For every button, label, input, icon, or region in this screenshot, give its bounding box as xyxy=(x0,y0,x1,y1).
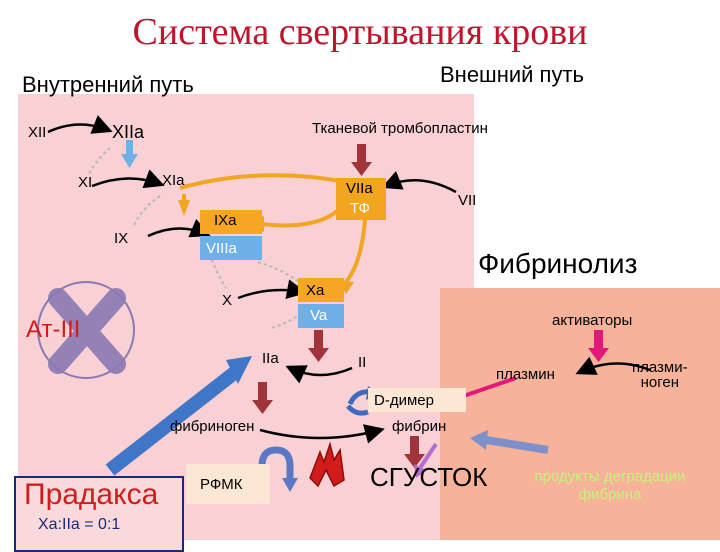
viiia-box xyxy=(200,236,262,260)
xa-box xyxy=(298,278,344,302)
vii-to-viia-arrow xyxy=(381,171,457,194)
at3-label: Ат-III xyxy=(26,316,81,343)
va-box xyxy=(298,304,344,328)
pradaxa-arrow xyxy=(105,364,243,476)
red-arrow-iia-to-fibrinogen xyxy=(258,382,267,400)
viia-tf-box xyxy=(336,178,386,220)
xi-to-xia-arrow xyxy=(91,169,165,189)
factor-xi: XI xyxy=(78,174,93,191)
at3-circle xyxy=(37,281,135,379)
factor-ix: IX xyxy=(114,230,129,247)
factor-tf: ТФ xyxy=(350,200,371,217)
factor-xa: Xa xyxy=(306,282,325,299)
at3-x-mark xyxy=(48,288,126,374)
factor-iia: IIa xyxy=(262,350,279,367)
magenta-arrow-activators xyxy=(594,330,603,348)
blue-arrow-xiia xyxy=(126,140,133,154)
tissue-thromboplastin: Тканевой тромбопластин xyxy=(312,120,488,137)
d-dimer-box xyxy=(368,388,466,412)
viiia-to-xa-dotted xyxy=(257,261,303,285)
fibrin-label: фибрин xyxy=(392,418,447,435)
extrinsic-pathway-label: Внешний путь xyxy=(440,62,584,87)
intrinsic-pathway-label: Внутренний путь xyxy=(22,72,194,97)
pathway-arrows xyxy=(37,115,651,492)
red-arrow-thromboplastin xyxy=(357,144,366,162)
ix-to-ixa-arrow xyxy=(147,218,211,238)
xiia-to-xi-dotted xyxy=(87,147,111,177)
ixa-to-x-dotted xyxy=(209,253,227,289)
pradaxa-ratio: Xa:IIa = 0:1 xyxy=(38,516,121,533)
fibrinolysis-panel xyxy=(440,288,720,540)
ii-to-iia-arrow xyxy=(285,365,353,384)
fibrinolysis-title: Фибринолиз xyxy=(478,248,638,279)
factor-ixa: IXa xyxy=(214,212,237,229)
degradation-products-label: продукты деградации фибрина xyxy=(534,468,686,503)
factor-xia: XIa xyxy=(162,172,185,189)
plasminogen-to-plasmin-arrow xyxy=(575,356,651,375)
red-arrow-xa-to-ii xyxy=(314,330,323,348)
activators-label: активаторы xyxy=(552,312,633,329)
factor-x: X xyxy=(222,292,233,309)
plasmin-label: плазмин xyxy=(496,366,555,383)
clot-label: СГУСТОК xyxy=(370,462,488,492)
xia-to-ix-dotted xyxy=(133,195,161,227)
red-arrow-fibrin-to-clot xyxy=(410,436,419,454)
fibrinogen-label: фибриноген xyxy=(170,418,255,435)
xii-to-xiia-arrow xyxy=(47,115,113,134)
rfmk-cycle-arrow xyxy=(258,446,294,480)
xia-to-viia-yellow-arrow xyxy=(179,173,347,190)
factor-ii: II xyxy=(358,354,367,371)
factor-viiia: VIIIa xyxy=(206,240,237,257)
pradaxa-box xyxy=(14,476,184,552)
plasminogen-label: плазми- ноген xyxy=(632,359,688,391)
rfmk-box xyxy=(186,464,270,504)
factor-va: Va xyxy=(310,307,328,324)
page-title: Система свертывания крови xyxy=(132,11,588,53)
factor-xiia: XIIa xyxy=(112,122,145,142)
factor-vii: VII xyxy=(458,192,477,209)
factor-xii: XII xyxy=(28,124,47,141)
clot-mesh xyxy=(309,441,345,488)
x-to-xa-arrow xyxy=(237,279,307,300)
pradaxa-name: Прадакса xyxy=(24,478,159,511)
products-arrow xyxy=(485,436,549,454)
fibrin-to-products-purple-arrow xyxy=(418,442,438,470)
fibrinogen-to-fibrin-arrow xyxy=(259,424,385,444)
factor-viia: VIIa xyxy=(346,180,373,197)
ixa-box xyxy=(200,210,262,234)
rfmk-label: РФМК xyxy=(200,476,243,493)
d-dimer-label: D-димер xyxy=(374,392,434,409)
